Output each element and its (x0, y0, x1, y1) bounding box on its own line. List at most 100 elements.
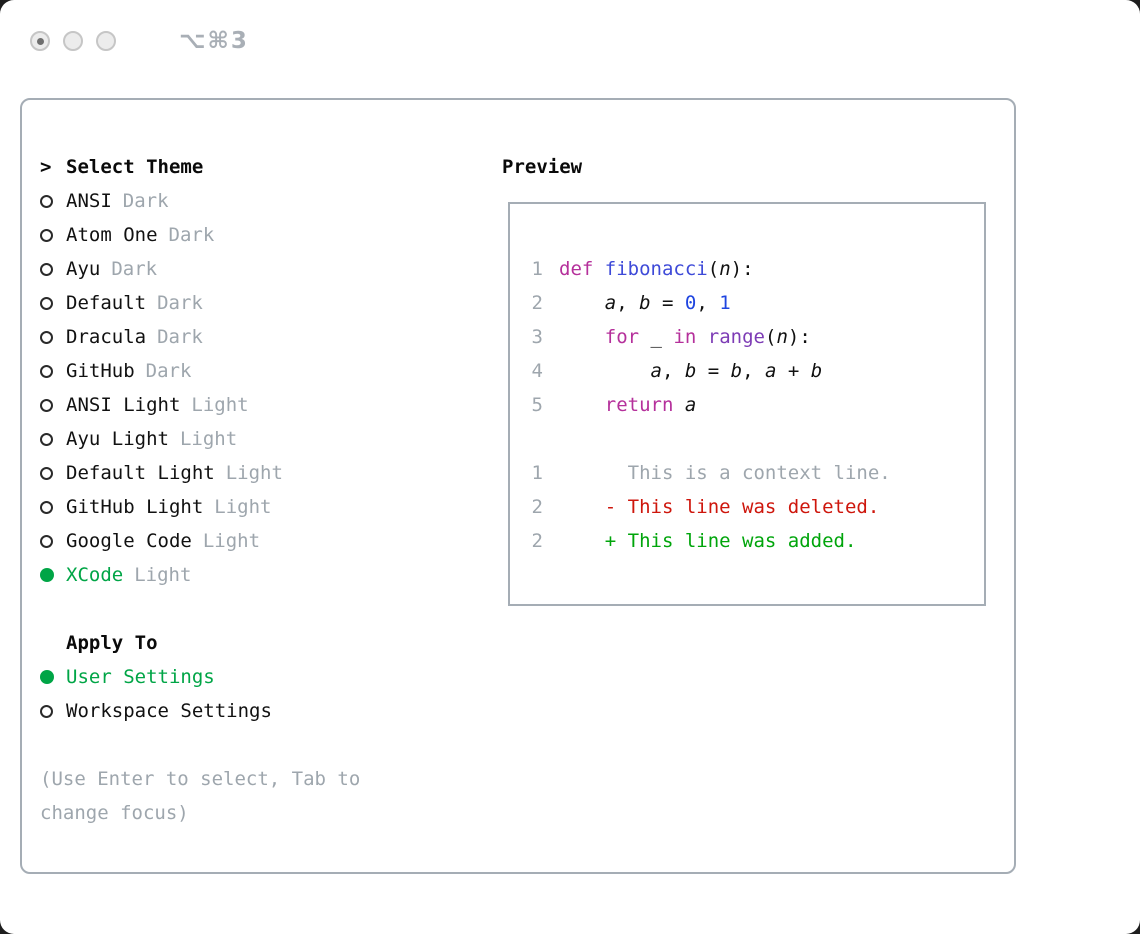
theme-variant: Dark (157, 292, 203, 314)
code-text: return a (604, 394, 697, 416)
line-number: 3 (531, 326, 543, 348)
window-control-zoom[interactable] (96, 31, 116, 51)
apply-to-option[interactable]: User Settings (40, 660, 490, 694)
theme-variant: Light (214, 496, 272, 518)
radio-icon (40, 432, 53, 446)
line-number: 4 (531, 360, 543, 382)
radio-icon (40, 364, 53, 378)
line-number: 2 (531, 292, 543, 314)
apply-to-heading: Apply To (40, 626, 490, 660)
select-theme-heading: > Select Theme (40, 150, 490, 184)
line-number: 2 (531, 496, 543, 518)
radio-selected-icon (40, 670, 54, 684)
diff-text: This is a context line. (559, 462, 891, 484)
code-line: 4 a, b = b, a + b (530, 354, 984, 388)
theme-variant: Dark (145, 360, 192, 382)
radio-icon (40, 330, 53, 344)
theme-name: XCode (66, 564, 124, 586)
radio-icon (40, 704, 53, 718)
theme-item[interactable]: Default Dark (40, 286, 490, 320)
radio-slot (40, 568, 66, 582)
theme-variant: Dark (111, 258, 158, 280)
window-control-minimize[interactable] (63, 31, 83, 51)
select-theme-title: Select Theme (66, 156, 204, 178)
theme-variant: Light (225, 462, 283, 484)
spacer (40, 592, 490, 626)
preview-title: Preview (502, 156, 583, 178)
diff-line-added: 2 + This line was added. (530, 524, 984, 558)
diff-text: + This line was added. (559, 530, 857, 552)
code-text: for _ in range(n): (604, 326, 811, 348)
code-text: a, b = 0, 1 (604, 292, 731, 314)
blank-line (530, 422, 984, 456)
theme-item[interactable]: Google Code Light (40, 524, 490, 558)
theme-name: Google Code (66, 530, 192, 552)
radio-icon (40, 296, 53, 310)
apply-to-label: Workspace Settings (66, 700, 272, 722)
theme-name: Ayu (66, 258, 101, 280)
code-line: 5 return a (530, 388, 984, 422)
radio-slot (40, 670, 66, 684)
radio-slot (40, 432, 66, 446)
radio-icon (40, 500, 53, 514)
radio-slot (40, 398, 66, 412)
theme-name: ANSI Light (66, 394, 181, 416)
radio-icon (40, 262, 53, 276)
window-control-close[interactable] (30, 31, 50, 51)
theme-variant: Light (202, 530, 261, 552)
apply-to-title: Apply To (66, 632, 158, 654)
line-number: 5 (531, 394, 543, 416)
code-line: 1 def fibonacci(n): (530, 252, 984, 286)
help-text: (Use Enter to select, Tab to change focu… (40, 768, 361, 824)
spacer (40, 728, 490, 762)
code-text: def fibonacci(n): (559, 258, 754, 280)
theme-variant: Light (134, 564, 192, 586)
code-line: 3 for _ in range(n): (530, 320, 984, 354)
prompt-caret-icon: > (40, 156, 52, 178)
focused-dot-icon (36, 37, 44, 45)
radio-icon (40, 194, 53, 208)
theme-item[interactable]: Default Light Light (40, 456, 490, 490)
line-number: 1 (531, 462, 543, 484)
theme-item[interactable]: ANSI Light Light (40, 388, 490, 422)
radio-icon (40, 534, 53, 548)
line-number: 2 (531, 530, 543, 552)
radio-icon (40, 228, 53, 242)
theme-item[interactable]: Ayu Dark (40, 252, 490, 286)
code-text: a, b = b, a + b (650, 360, 823, 382)
radio-slot (40, 330, 66, 344)
theme-name: ANSI (66, 190, 112, 212)
radio-slot (40, 262, 66, 276)
theme-name: Default Light (66, 462, 215, 484)
radio-icon (40, 398, 53, 412)
theme-variant: Light (191, 394, 249, 416)
theme-variant: Dark (157, 326, 203, 348)
theme-item[interactable]: XCode Light (40, 558, 490, 592)
diff-text: - This line was deleted. (559, 496, 880, 518)
radio-selected-icon (40, 568, 54, 582)
diff-line-deleted: 2 - This line was deleted. (530, 490, 984, 524)
code-line: 2 a, b = 0, 1 (530, 286, 984, 320)
theme-name: Ayu Light (66, 428, 169, 450)
line-number: 1 (531, 258, 543, 280)
apply-to-option[interactable]: Workspace Settings (40, 694, 490, 728)
radio-slot (40, 296, 66, 310)
radio-slot (40, 194, 66, 208)
theme-name: Default (66, 292, 147, 314)
apply-to-label: User Settings (66, 666, 215, 688)
radio-slot (40, 500, 66, 514)
radio-slot (40, 228, 66, 242)
